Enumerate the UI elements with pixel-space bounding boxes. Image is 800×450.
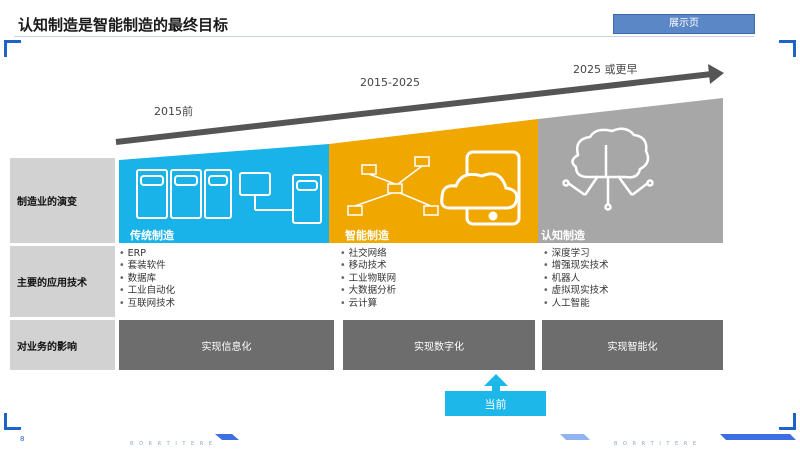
machines-icon	[136, 169, 322, 224]
tech-item: 工业自动化	[119, 285, 176, 297]
frame-corner-bottom-right	[779, 413, 796, 430]
title-divider	[14, 36, 754, 37]
page-title: 认知制造是智能制造的最终目标	[18, 16, 229, 34]
showcase-tag[interactable]: 展示页	[613, 14, 755, 34]
page-number: 8	[20, 435, 25, 443]
footer-bar-left	[215, 434, 239, 440]
tech-item: 工业物联网	[340, 273, 397, 285]
tech-item: 大数据分析	[340, 285, 397, 297]
footer-text-left: B O R R T I T E R E	[130, 441, 214, 447]
footer-bar-right	[560, 434, 590, 440]
current-up-arrow	[484, 374, 508, 392]
tech-item: 互联网技术	[119, 298, 176, 310]
row-header-technology: 主要的应用技术	[10, 246, 115, 317]
year-label-2015-2025: 2015-2025	[360, 76, 420, 89]
tech-item: 云计算	[340, 298, 396, 310]
network-devices-icon	[347, 156, 439, 216]
impact-smart: 实现数字化	[343, 320, 535, 370]
frame-corner-bottom-left	[4, 413, 21, 430]
tech-item: 虚拟现实技术	[543, 285, 609, 297]
tech-item: ERP	[119, 248, 175, 260]
row-header-impact: 对业务的影响	[10, 320, 115, 370]
panel-smart-bg	[329, 119, 538, 243]
tech-item: 人工智能	[543, 298, 609, 310]
tech-item: 社交网络	[340, 248, 396, 260]
panel-cognitive-label: 认知制造	[541, 229, 585, 242]
panel-smart-label: 智能制造	[345, 229, 389, 242]
tech-list-smart: 社交网络 移动技术 工业物联网 大数据分析 云计算	[340, 248, 397, 310]
tech-item: 移动技术	[340, 260, 396, 272]
year-label-before-2015: 2015前	[154, 105, 193, 118]
tablet-cloud-icon	[440, 150, 521, 226]
footer-text-right: B O R R T I T E R E	[614, 441, 698, 447]
trend-arrow-shaft	[115, 71, 713, 145]
tech-list-cognitive: 深度学习 增强现实技术 机器人 虚拟现实技术 人工智能	[543, 248, 609, 310]
frame-corner-top-right	[779, 40, 796, 57]
frame-corner-top-left	[4, 40, 21, 57]
impact-traditional: 实现信息化	[119, 320, 334, 370]
tech-item: 机器人	[543, 273, 609, 285]
footer-bar-right-2	[720, 434, 796, 440]
trend-arrow-head	[708, 64, 724, 84]
panel-cognitive-bg	[538, 98, 723, 243]
current-stage-marker: 当前	[445, 391, 546, 416]
brain-circuit-icon	[562, 127, 654, 211]
tech-item: 套装软件	[119, 260, 175, 272]
tech-list-traditional: ERP 套装软件 数据库 工业自动化 互联网技术	[119, 248, 176, 310]
year-label-2025: 2025 或更早	[573, 63, 638, 76]
tech-item: 深度学习	[543, 248, 609, 260]
tech-item: 数据库	[119, 273, 175, 285]
impact-cognitive: 实现智能化	[542, 320, 723, 370]
tech-item: 增强现实技术	[543, 260, 609, 272]
panel-traditional-label: 传统制造	[130, 229, 174, 242]
row-header-evolution: 制造业的演变	[10, 158, 115, 243]
